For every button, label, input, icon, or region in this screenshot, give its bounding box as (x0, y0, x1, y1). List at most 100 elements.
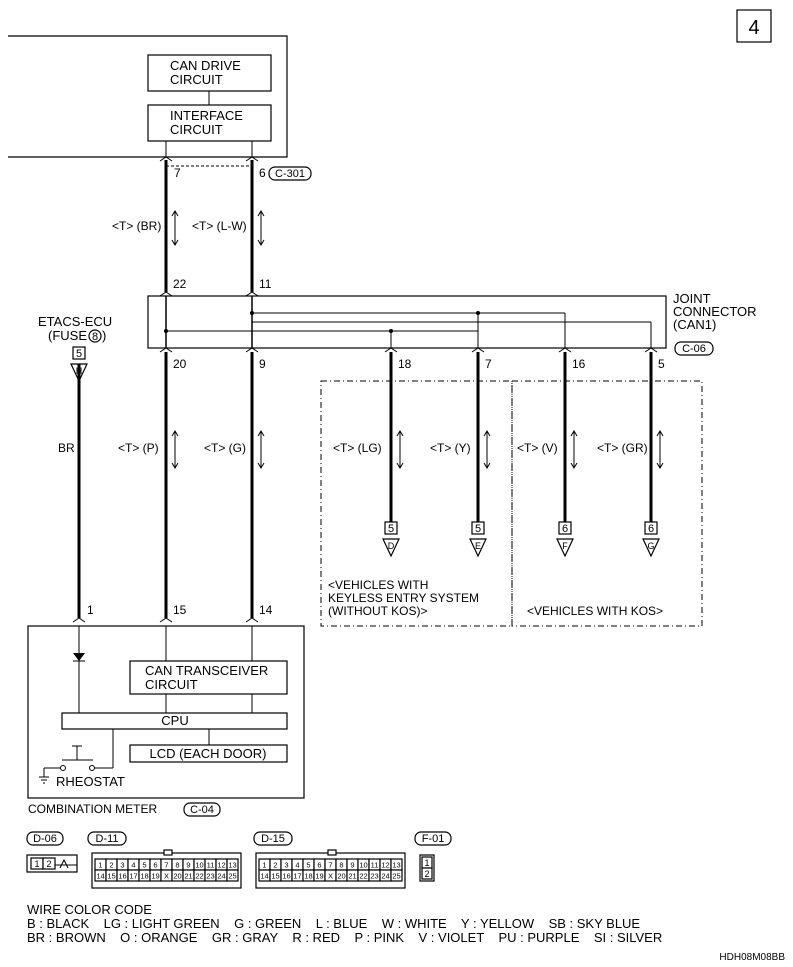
meter-pin-15: 15 (173, 603, 187, 617)
connector-badge-c06 (674, 341, 714, 356)
connector-d15-latch (327, 849, 337, 856)
connector-pin-label: 23 (370, 872, 378, 881)
connector-pin-label: 17 (293, 872, 301, 881)
connector-c301: C-301 (275, 168, 305, 180)
wire-color-code-title: WIRE COLOR CODE (27, 902, 152, 917)
splice-dot (164, 329, 168, 333)
connector-pin-label: 2 (109, 861, 113, 870)
group-without-kos-line2: KEYLESS ENTRY SYSTEM (328, 591, 479, 605)
badge-f01 (414, 831, 452, 846)
meter-pin-chevrons (72, 617, 259, 623)
connector-c04: C-04 (190, 804, 214, 816)
connector-badge-c04 (183, 802, 221, 817)
group-without-kos-line1: <VEHICLES WITH (328, 578, 428, 592)
connector-pin-label: 10 (359, 861, 367, 870)
connector-pin-label: 14 (96, 872, 104, 881)
can-transceiver-box (129, 660, 288, 695)
terminal-d-num: 5 (388, 523, 394, 535)
connector-pin-label: 8 (339, 861, 343, 870)
terminal-f (556, 521, 574, 558)
label-d15: D-15 (261, 833, 285, 845)
interface-line2: CIRCUIT (170, 122, 223, 137)
terminal-g (642, 521, 660, 558)
fuse-number: 8 (92, 331, 98, 343)
connector-pin-label: 21 (184, 872, 192, 881)
pin-7-label: 7 (174, 166, 181, 180)
connector-pin-label: 11 (371, 861, 379, 870)
connector-pin-label: 12 (381, 861, 389, 870)
rheostat-switch-icon (39, 745, 95, 784)
page-number: 4 (748, 17, 759, 39)
connector-pin-label: 16 (282, 872, 290, 881)
label-d06: D-06 (33, 833, 57, 845)
cpu-box (61, 712, 288, 730)
connector-pin-label: 2 (273, 861, 277, 870)
jc-pin-9: 9 (259, 357, 266, 371)
page-number-box (736, 9, 772, 43)
wire-color-code-line2: BR : BROWN O : ORANGE GR : GRAY R : RED … (27, 930, 662, 945)
terminal-g-letter: G (647, 541, 654, 551)
bidirectional-arrows-mid (171, 430, 664, 469)
connector-pin-label: 23 (206, 872, 214, 881)
connector-pin-label: 22 (359, 872, 367, 881)
wire-br-color: BR (58, 441, 75, 455)
badge-d11 (87, 831, 127, 846)
diode-icon (73, 653, 85, 661)
connector-badge-c301 (268, 166, 312, 181)
connector-pin-label: X (164, 872, 169, 881)
connector-pin-label: 12 (217, 861, 225, 870)
lcd-label: LCD (EACH DOOR) (149, 746, 266, 761)
connector-pin-label: 15 (107, 872, 115, 881)
connector-pin-label: 20 (337, 872, 345, 881)
connector-pin-label: 24 (217, 872, 225, 881)
wire-g-label: <T> (G) (204, 441, 246, 455)
connector-pin-label: 1 (98, 861, 102, 870)
jc-pin-5: 5 (658, 357, 665, 371)
connector-pin-label: 25 (392, 872, 400, 881)
fuse-number-circle (88, 329, 102, 343)
etacs-conn-box (72, 346, 86, 360)
connector-pin-label: 10 (195, 861, 203, 870)
connector-pin-label: 22 (195, 872, 203, 881)
pin-chevron (159, 291, 173, 297)
etacs-title: ETACS-ECU (38, 314, 112, 329)
meter-title: COMBINATION METER (28, 802, 157, 816)
can-drive-line1: CAN DRIVE (170, 58, 241, 73)
f01-cell (421, 867, 433, 880)
can-transceiver-line1: CAN TRANSCEIVER (145, 663, 268, 678)
connector-pin-label: 11 (207, 861, 215, 870)
f01-pin-1: 1 (424, 858, 429, 868)
jc-pin-18: 18 (398, 357, 412, 371)
connector-pin-label: 19 (315, 872, 323, 881)
connector-pin-label: 16 (118, 872, 126, 881)
connector-pin-label: 21 (348, 872, 356, 881)
d06-pin-1: 1 (34, 859, 39, 869)
connector-c06: C-06 (682, 343, 706, 355)
connector-pin-label: 3 (284, 861, 288, 870)
terminal-e (469, 521, 487, 558)
rheostat-label: RHEOSTAT (56, 774, 125, 789)
terminal-d (382, 521, 400, 558)
figure-id: HDH08M08BB (719, 952, 785, 963)
can-drive-circuit-box (147, 54, 272, 92)
bidirectional-arrow (257, 210, 265, 246)
etacs-fuse: (FUSE (48, 328, 87, 343)
wire-v-label: <T> (V) (517, 441, 558, 455)
interface-line1: INTERFACE (170, 108, 243, 123)
connector-pin-label: 7 (164, 861, 168, 870)
wire-p-label: <T> (P) (118, 441, 159, 455)
splice-dot (476, 311, 480, 315)
jc-pin-20: 20 (173, 357, 187, 371)
bidirectional-arrow (171, 210, 179, 246)
connector-pin-label: 4 (295, 861, 299, 870)
d06-pin-2: 2 (46, 859, 51, 869)
pin-6-label: 6 (259, 166, 266, 180)
terminal-f-letter: F (562, 541, 568, 551)
wire-gr-label: <T> (GR) (597, 441, 648, 455)
can-drive-line2: CIRCUIT (170, 72, 223, 87)
jc-title-3: (CAN1) (673, 317, 716, 332)
connector-pin-label: 13 (228, 861, 236, 870)
